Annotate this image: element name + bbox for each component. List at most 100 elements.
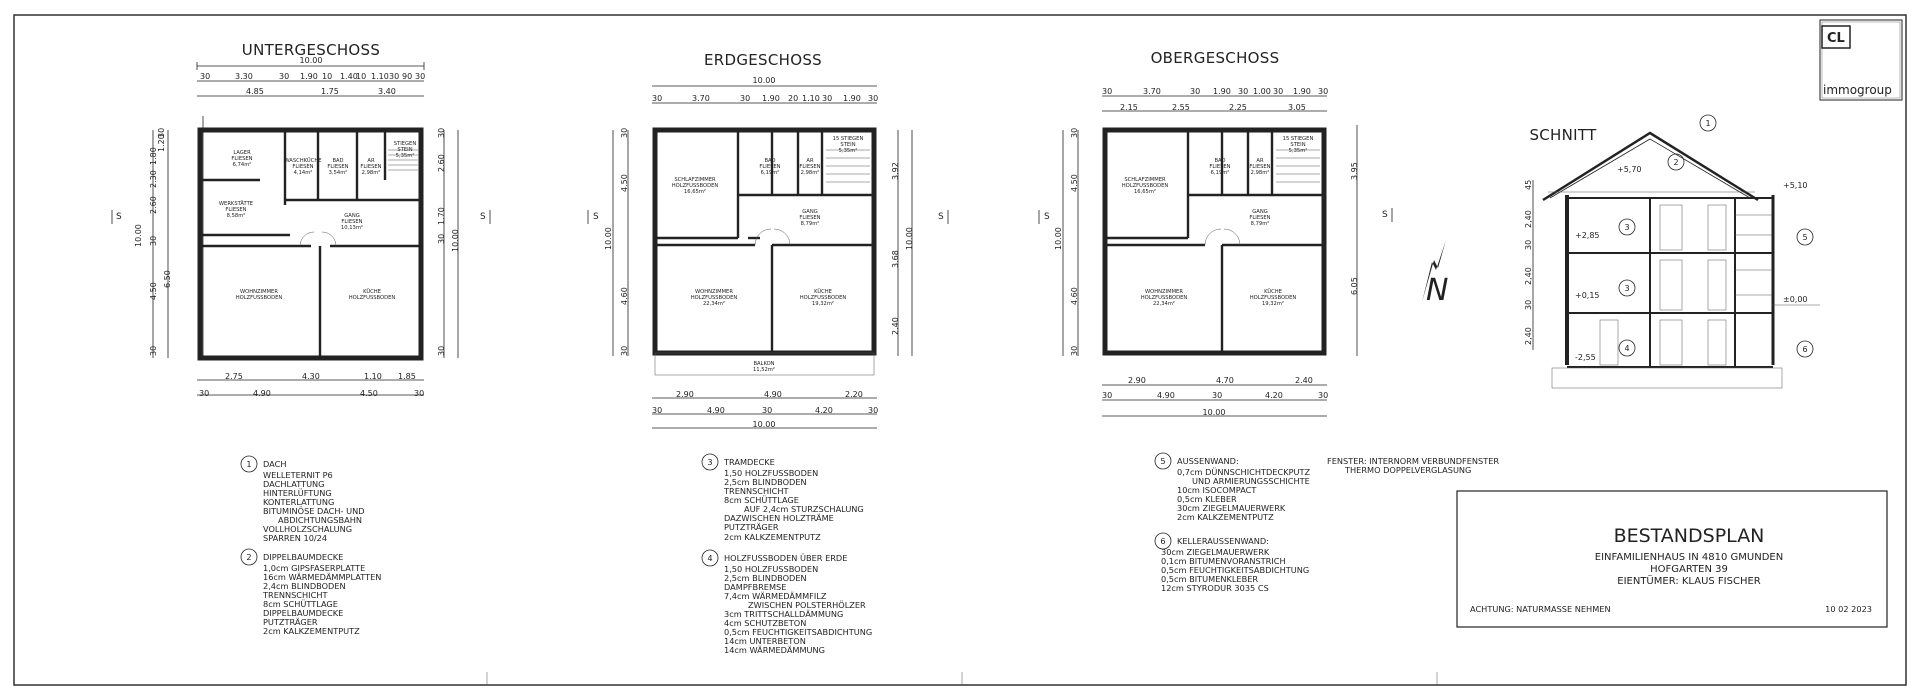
room-area: 2,98m² [1251, 170, 1270, 176]
plan-title-eg: ERDGESCHOSS [704, 51, 822, 69]
dim-label: 1.10 [802, 94, 820, 103]
plan-obergeschoss: OBERGESCHOSS 30 3.70 30 1.90 30 1.00 30 … [1038, 49, 1393, 417]
room-floor: FLIESEN [327, 164, 348, 170]
room-name: LAGER [233, 150, 251, 156]
dim-label: 4.50 [149, 282, 158, 300]
dim-label: 2.90 [676, 390, 694, 399]
room-name: KÜCHE [363, 288, 381, 295]
legend-line: 0,5cm BITUMENKLEBER [1161, 574, 1258, 584]
dim-label: 1.85 [398, 372, 416, 381]
dim-label: 10.00 [1054, 227, 1063, 250]
room-area: 6,19m² [1211, 170, 1230, 176]
dim-label: 2.40 [1295, 376, 1313, 385]
inner-walls [1105, 130, 1324, 353]
room-name: GANG [1252, 209, 1267, 215]
legend-line: 2,5cm BLINDBODEN [724, 573, 807, 583]
legend-line: HINTERLÜFTUNG [263, 488, 332, 498]
room-floor: HOLZFUSSBODEN [1122, 183, 1169, 189]
eg-top-total: 10.00 [753, 76, 776, 85]
dim-label: 3.05 [1288, 103, 1306, 112]
dim-label: 1.90 [300, 72, 318, 81]
dim-label: 2.15 [1120, 103, 1138, 112]
room-area: 4,14m² [294, 170, 313, 176]
dim-label: 10 [356, 72, 366, 81]
legend-line: 1,50 HOLZFUSSBODEN [724, 564, 818, 574]
dim-label: 1.90 [762, 94, 780, 103]
legend-line: BITUMINÖSE DACH- UND [263, 506, 365, 516]
dim-label: 30 [1070, 128, 1079, 138]
legend-line: AUSSENWAND: [1177, 456, 1239, 466]
og-right-dims: 3.95 6.05 [1350, 162, 1359, 295]
room-name: KÜCHE [814, 288, 832, 295]
dim-label: 30 [740, 94, 750, 103]
room-name: STIEGEN [394, 141, 417, 147]
section-mark-left: S [116, 212, 122, 222]
legend-line: 3cm TRITTSCHALLDÄMMUNG [724, 609, 843, 619]
dim-label: 30 [868, 94, 878, 103]
legend-line: KONTERLATTUNG [263, 497, 334, 507]
room-area: 3,54m² [329, 170, 348, 176]
callout-label: 4 [1624, 344, 1629, 353]
legend-line: 2,4cm BLINDBODEN [263, 581, 346, 591]
room-name: WOHNZIMMER [240, 289, 278, 295]
dim-label: 4.70 [1216, 376, 1234, 385]
dim-label: 10.00 [451, 229, 460, 252]
room-name: 15 STIEGEN [1283, 136, 1314, 142]
room-area: 8,58m² [227, 213, 246, 219]
plan-title-ug: UNTERGESCHOSS [242, 41, 380, 59]
legend-line: PUTZTRÄGER [724, 522, 779, 532]
room-floor: FLIESEN [799, 164, 820, 170]
dim-label: 30 [868, 406, 878, 415]
height-label: 2,40 [1524, 327, 1533, 345]
dim-label: 1.20 [157, 134, 166, 152]
inner-walls [655, 130, 874, 353]
dim-label: 2.90 [1128, 376, 1146, 385]
window-note-line: FENSTER: INTERNORM VERBUNDFENSTER [1327, 456, 1499, 466]
level-label: +0,15 [1575, 291, 1600, 300]
legend-line: 0,5cm FEUCHTIGKEITSABDICHTUNG [1161, 565, 1309, 575]
dim-label: 4.85 [246, 87, 264, 96]
room-area: 16,65m² [684, 189, 706, 195]
dim-label: 3.68 [891, 250, 900, 268]
legend-line: AUF 2,4cm STURZSCHALUNG [744, 504, 864, 514]
height-label: 30 [1524, 300, 1533, 310]
room-name: AR [367, 158, 375, 164]
ug-left-dims: 30 1.20 1.80 2.30 2.60 30 10.00 4.50 6.5… [134, 128, 172, 356]
room-floor: FLIESEN [759, 164, 780, 170]
dim-label: 1.10 [364, 372, 382, 381]
legend-line: TRAMDECKE [723, 457, 775, 467]
legend-number: 4 [707, 553, 712, 563]
dim-label: 30 [620, 128, 629, 138]
dim-label: 30 [389, 72, 399, 81]
dim-label: 1.70 [437, 207, 446, 225]
legend-line: 2cm KALKZEMENTPUTZ [263, 626, 360, 636]
section-callout-labels: 1 2 3 3 4 5 6 [1624, 119, 1807, 354]
dim-label: 30 [1318, 87, 1328, 96]
legend-line: DAZWISCHEN HOLZTRÄME [724, 513, 834, 523]
room-name: SCHLAFZIMMER [674, 177, 716, 183]
dim-label: 10.00 [753, 420, 776, 429]
dim-label: 30 [620, 346, 629, 356]
legend-line: 2,5cm BLINDBODEN [724, 477, 807, 487]
legend-line: DIPPELBAUMDECKE [263, 608, 343, 618]
dim-label: 1.90 [1213, 87, 1231, 96]
room-name: SCHLAFZIMMER [1124, 177, 1166, 183]
dim-label: 4.50 [620, 174, 629, 192]
section-mark-right: S [938, 212, 944, 222]
title-date: 10 02 2023 [1825, 604, 1872, 614]
window-note-line: THERMO DOPPELVERGLASUNG [1344, 465, 1471, 475]
dim-label: 2.25 [1229, 103, 1247, 112]
